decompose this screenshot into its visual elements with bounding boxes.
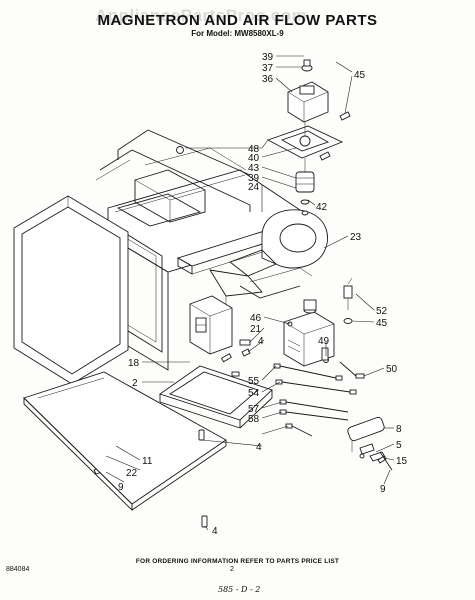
callout-39: 39 [262, 52, 274, 63]
callout-numbers: 39 37 36 45 48 40 43 39 24 42 23 52 45 4… [118, 52, 408, 537]
page-title: MAGNETRON AND AIR FLOW PARTS [97, 12, 378, 29]
door-frame [13, 195, 129, 385]
fan-motor-assembly [176, 59, 351, 216]
capacitor-assembly [347, 416, 393, 471]
callout-52: 52 [376, 306, 388, 317]
callout-15: 15 [396, 456, 408, 467]
callout-23: 23 [350, 232, 362, 243]
callout-46: 46 [250, 313, 262, 324]
callout-43: 43 [248, 163, 260, 174]
top-cover [95, 129, 251, 212]
callout-9: 9 [380, 484, 386, 495]
callout-36: 36 [262, 74, 274, 85]
callout-4: 4 [256, 442, 262, 453]
callout-24: 24 [248, 182, 260, 193]
document-number: 884084 [6, 566, 30, 573]
callout-48: 48 [248, 144, 260, 155]
callout-9: 9 [118, 482, 124, 493]
transformer [189, 295, 251, 355]
callout-45: 45 [354, 70, 366, 81]
callout-8: 8 [396, 424, 402, 435]
handwritten-note: 585 - D - 2 [218, 585, 261, 594]
callout-11: 11 [142, 456, 153, 467]
callout-40: 40 [248, 153, 260, 164]
base-plate [159, 365, 273, 429]
callout-21: 21 [250, 324, 262, 335]
thermal-cutout [343, 277, 353, 324]
callout-4: 4 [212, 526, 218, 537]
callout-58: 58 [248, 414, 260, 425]
callout-45: 45 [376, 318, 388, 329]
callout-5: 5 [396, 440, 402, 451]
callout-54: 54 [248, 388, 260, 399]
wire-harness [220, 347, 365, 437]
callout-22: 22 [126, 468, 138, 479]
leader-lines [105, 55, 395, 531]
page-number: 2 [230, 566, 234, 573]
bottom-plate [23, 371, 227, 512]
callout-50: 50 [386, 364, 398, 375]
callout-39: 39 [248, 173, 260, 184]
callout-4: 4 [258, 336, 264, 347]
callout-55: 55 [248, 376, 260, 387]
callout-37: 37 [262, 63, 274, 74]
callout-49: 49 [318, 336, 330, 347]
blower-housing [209, 209, 328, 304]
model-subtitle: For Model: MW8580XL-9 [191, 29, 284, 38]
ordering-note: FOR ORDERING INFORMATION REFER TO PARTS … [135, 558, 340, 565]
callout-42: 42 [316, 202, 328, 213]
callout-2: 2 [132, 378, 138, 389]
callout-18: 18 [128, 358, 140, 369]
screws [198, 348, 251, 528]
callout-57: 57 [248, 404, 260, 415]
magnetron [283, 299, 335, 367]
